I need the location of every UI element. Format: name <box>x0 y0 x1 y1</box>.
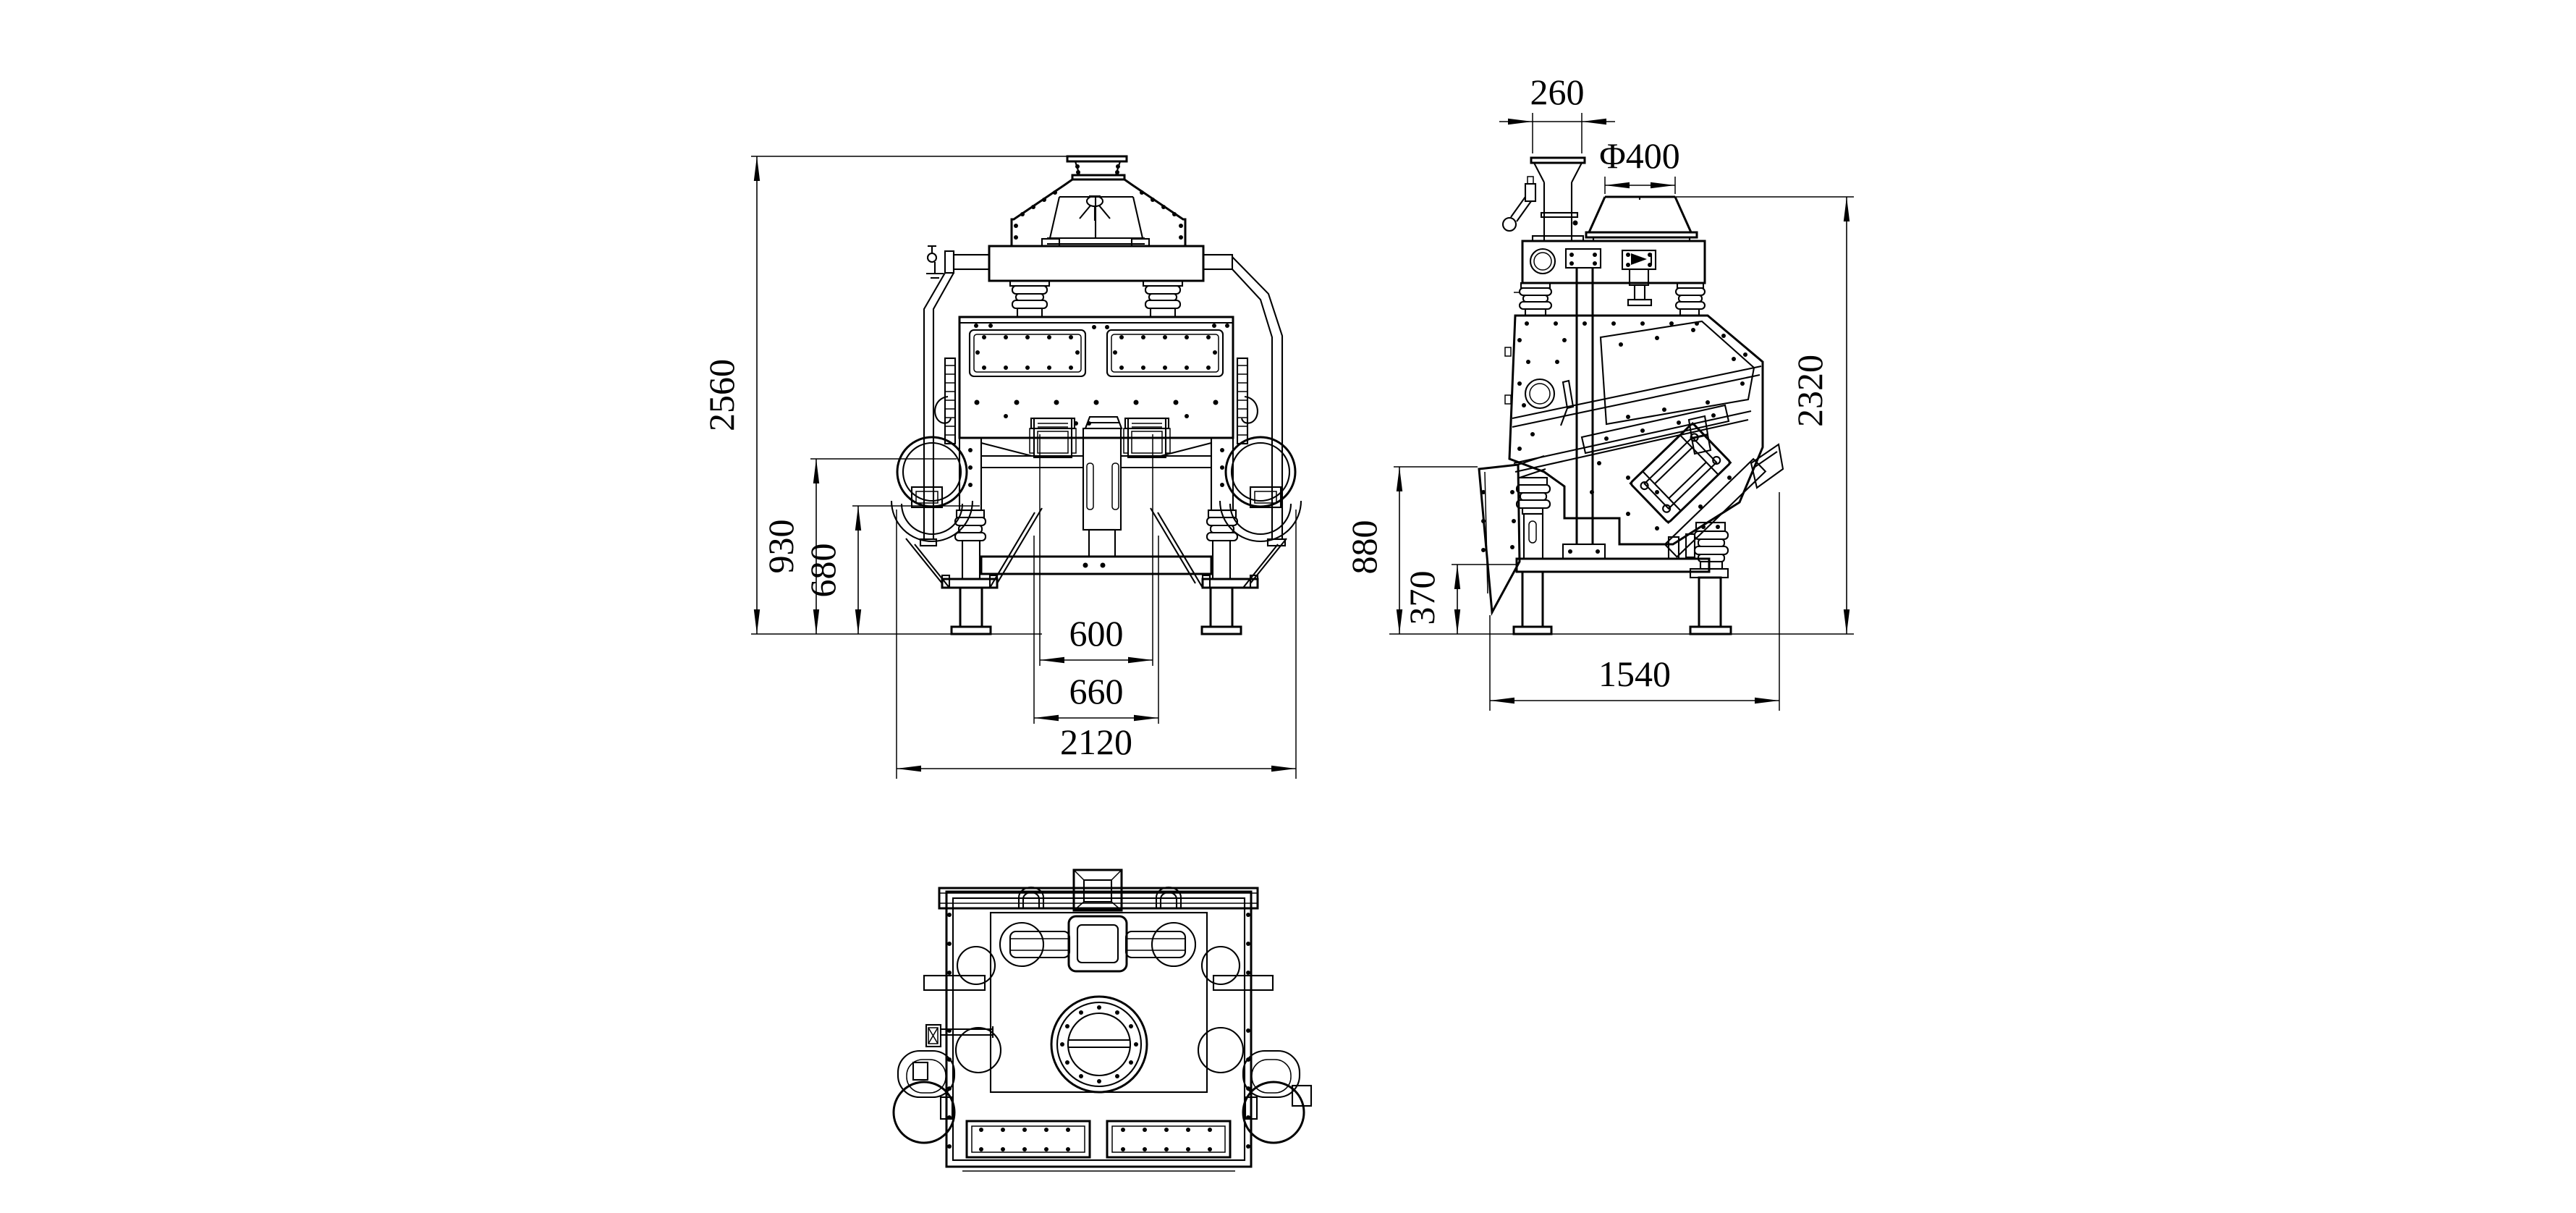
dim-side-cone-diameter: Φ400 <box>1599 135 1680 194</box>
feed-funnel-top <box>1072 868 1123 912</box>
dim-label-680: 680 <box>802 544 843 598</box>
base-frame-side <box>1512 536 1732 635</box>
tail-deflector <box>1750 443 1784 489</box>
deck-window-lower <box>1580 404 1730 455</box>
corner-port-top-left <box>956 945 996 986</box>
rack-strip-left <box>944 357 957 445</box>
dim-front-upper-height: 930 <box>760 458 957 634</box>
dim-label-2320: 2320 <box>1789 355 1830 427</box>
side-view <box>1478 156 1784 635</box>
support-beam <box>926 245 1234 282</box>
dim-side-discharge-bottom-height: 370 <box>1402 564 1518 634</box>
porthole <box>1524 378 1575 426</box>
isolation-bellows-front <box>1009 279 1184 318</box>
hatch-left <box>965 1120 1091 1159</box>
spring-hook-right <box>1240 395 1258 424</box>
corner-port-bottom-left <box>954 1026 1002 1074</box>
transport-lock <box>1621 249 1657 307</box>
front-view <box>890 155 1302 635</box>
feed-pipe <box>1501 156 1586 242</box>
vibration-motor-right <box>1219 436 1302 542</box>
vibration-motor-side <box>1629 422 1767 558</box>
spring-hook-left <box>934 395 952 424</box>
dim-label-phi400: Φ400 <box>1599 135 1680 176</box>
discharge-chute <box>1478 455 1546 617</box>
dim-label-880: 880 <box>1344 520 1384 575</box>
motor-top-left <box>892 1049 956 1144</box>
corner-port-bottom-right <box>1197 1026 1245 1074</box>
rack-strip-right <box>1236 357 1249 445</box>
machine-body-side <box>1504 314 1784 546</box>
feed-funnel <box>1066 155 1128 181</box>
front-dimensions: 2560 930 680 600 660 2120 <box>701 156 1297 779</box>
machine-body-front <box>934 316 1258 459</box>
side-dimensions: 260 Φ400 2320 880 370 1540 <box>1344 72 1854 711</box>
dim-side-overall-height: 2320 <box>1675 196 1854 634</box>
bolt-row <box>974 400 1219 426</box>
dim-label-930: 930 <box>760 520 801 574</box>
dim-label-260: 260 <box>1530 72 1585 112</box>
under-frame-front <box>905 415 1287 588</box>
top-view <box>892 868 1313 1172</box>
vibration-motor-left <box>890 436 974 542</box>
sampling-rod <box>925 1023 994 1048</box>
valve-lever <box>1501 176 1537 232</box>
dim-front-outlet-span: 600 <box>1039 434 1153 666</box>
column-cross-top <box>999 915 1197 973</box>
side-arm-left <box>923 974 986 992</box>
deck-window-upper <box>1599 320 1755 426</box>
beam-left-mechanism <box>926 245 944 279</box>
support-beam-side <box>1521 240 1706 307</box>
dim-label-370: 370 <box>1402 571 1442 625</box>
dim-label-660: 660 <box>1069 671 1124 711</box>
outlet-door-right <box>1123 417 1171 459</box>
manhole-top <box>1050 995 1148 1094</box>
isolation-bellows-side <box>1514 282 1706 317</box>
dim-front-overall-width: 2120 <box>896 510 1297 779</box>
inlet-hood <box>1009 178 1188 248</box>
dim-side-base-depth: 1540 <box>1489 492 1780 711</box>
dim-label-600: 600 <box>1069 613 1124 654</box>
corner-port-top-right <box>1200 945 1241 986</box>
side-frame-tubes <box>919 256 1287 547</box>
dim-front-overall-height: 2560 <box>701 156 1071 634</box>
rear-foot-bellows <box>1685 521 1729 570</box>
lifting-lug-icon <box>1079 195 1111 221</box>
side-arm-right <box>1212 974 1274 992</box>
centre-column <box>1562 248 1606 560</box>
outlet-door-left <box>1029 417 1077 459</box>
motor-top-right <box>1242 1049 1313 1144</box>
dim-label-2560: 2560 <box>701 359 742 431</box>
dim-label-1540: 1540 <box>1598 654 1671 694</box>
aspiration-cone <box>1585 195 1698 241</box>
front-foot-bellows <box>1515 476 1551 560</box>
dim-front-body-height: 680 <box>802 505 980 634</box>
hatch-right <box>1106 1120 1232 1159</box>
dim-front-pad-span: 660 <box>1033 536 1159 724</box>
dim-side-inlet-width: 260 <box>1499 72 1615 153</box>
dim-side-discharge-top-height: 880 <box>1344 466 1478 634</box>
dim-label-2120: 2120 <box>1060 722 1132 762</box>
